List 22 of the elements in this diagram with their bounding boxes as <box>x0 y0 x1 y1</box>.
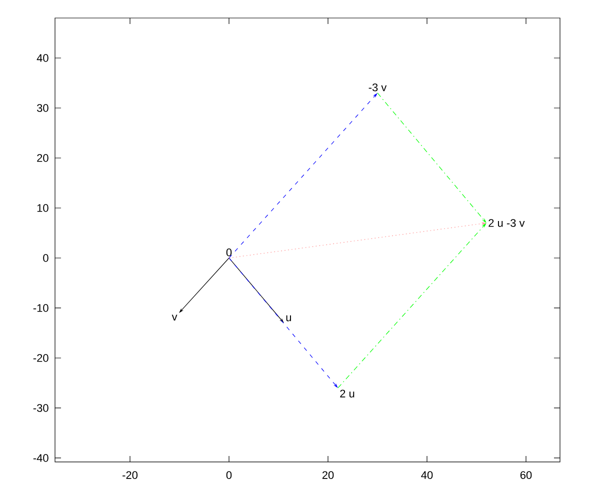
vector-label: 2 u -3 v <box>488 219 525 227</box>
tick-label: 0 <box>226 471 232 479</box>
vector-label: 2 u <box>340 390 354 398</box>
tick-label: -20 <box>122 471 138 479</box>
vector-arrow <box>179 258 230 313</box>
vector-arrow <box>228 93 378 258</box>
tick-label: -10 <box>33 304 48 312</box>
vector-label: -3 v <box>368 84 387 92</box>
tick-label: 20 <box>37 154 48 162</box>
tick-label: -40 <box>33 454 48 462</box>
tick-label: 10 <box>37 204 48 212</box>
tick-label: 20 <box>322 471 334 479</box>
tick-label: 60 <box>520 471 532 479</box>
vector-label: v <box>172 314 178 320</box>
tick-label: -30 <box>33 404 48 412</box>
vector-label: u <box>286 315 291 322</box>
vector-label: 0 <box>226 248 232 256</box>
tick-label: 40 <box>36 54 48 62</box>
tick-label: 40 <box>421 471 433 479</box>
tick-label: 30 <box>37 104 48 112</box>
tick-label: -20 <box>33 354 48 362</box>
tick-label: 0 <box>43 254 48 262</box>
